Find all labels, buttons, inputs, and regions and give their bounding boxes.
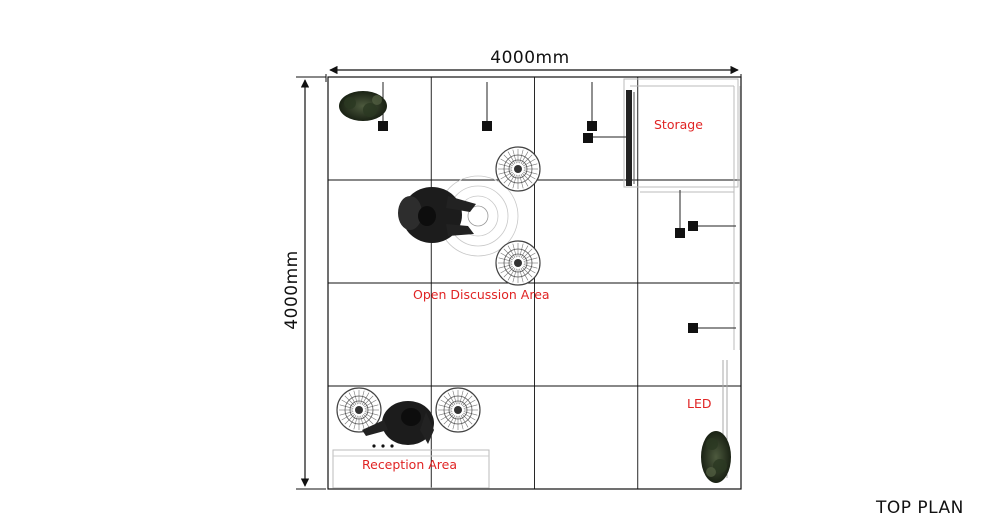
plant-top-left [339,91,387,121]
led-label: LED [687,396,712,411]
plan-title: TOP PLAN [875,498,964,518]
person-standing-reception [362,401,434,445]
chair [495,146,541,192]
person-sitting-discussion [398,187,476,243]
open-discussion-label: Open Discussion Area [413,287,550,302]
storage-walls [623,78,741,350]
spotlight [482,82,492,131]
width-label: 4000mm [490,48,569,68]
chair [495,240,541,286]
spotlight [583,82,628,143]
width-dimension: 4000mm [325,48,742,82]
spotlight [675,190,736,238]
reception-label: Reception Area [362,457,457,472]
storage-shelf [626,90,635,186]
spotlight [688,323,736,333]
reception-desk [332,444,490,489]
chair [336,387,382,433]
storage-label: Storage [654,117,703,132]
height-label: 4000mm [282,250,302,329]
height-dimension: 4000mm [282,76,326,490]
chair [435,387,481,433]
plant-bottom-right [701,431,731,483]
